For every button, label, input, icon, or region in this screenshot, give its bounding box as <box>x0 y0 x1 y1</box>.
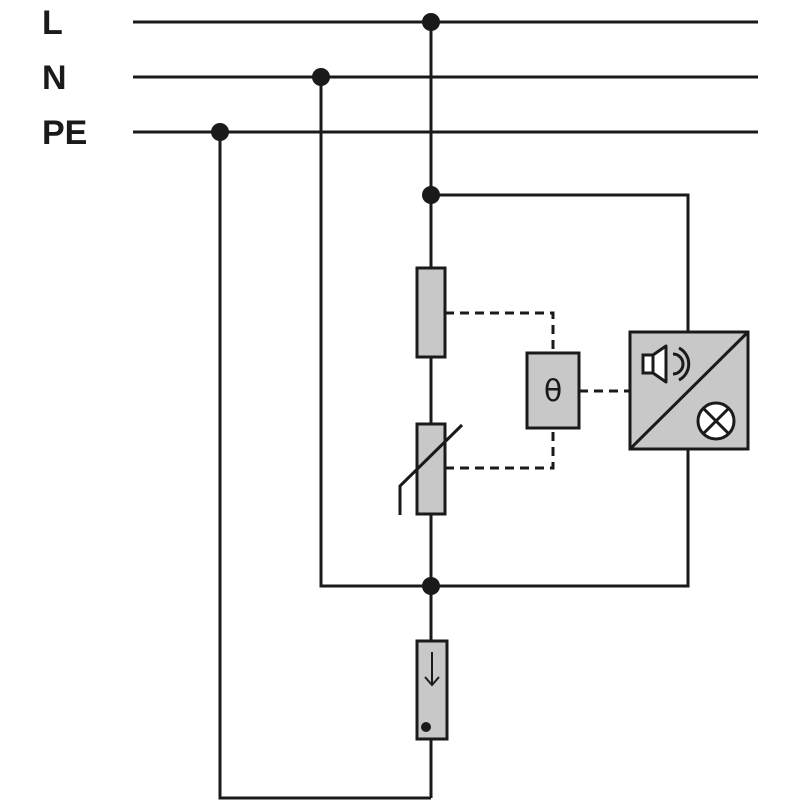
signalling-unit <box>628 330 750 451</box>
varistor-icon <box>398 423 464 515</box>
wire-pe-return <box>218 132 431 800</box>
thermal-symbol: θ <box>544 374 562 409</box>
speaker-icon <box>641 344 691 384</box>
bus-label-n: N <box>42 59 67 97</box>
signal-lamp-icon <box>696 401 736 441</box>
junction-node-pe <box>211 123 229 141</box>
spark-gap-icon <box>421 652 440 732</box>
wire-signal-top <box>431 193 690 332</box>
junction-node-lower <box>422 577 440 595</box>
junction-node-l <box>422 13 440 31</box>
varistor <box>398 422 464 516</box>
junction-node-n <box>312 68 330 86</box>
bus-label-l: L <box>42 4 63 42</box>
bus-label-pe: PE <box>42 114 87 152</box>
dashed-link-fuse <box>445 311 555 353</box>
thermal-disconnector-box <box>525 351 581 430</box>
thermal-fuse-element <box>415 266 447 359</box>
wire-signal-return-neutral <box>319 77 690 588</box>
spark-gap <box>415 639 449 741</box>
junction-node-signal <box>422 186 440 204</box>
dashed-link-varistor <box>445 428 555 470</box>
